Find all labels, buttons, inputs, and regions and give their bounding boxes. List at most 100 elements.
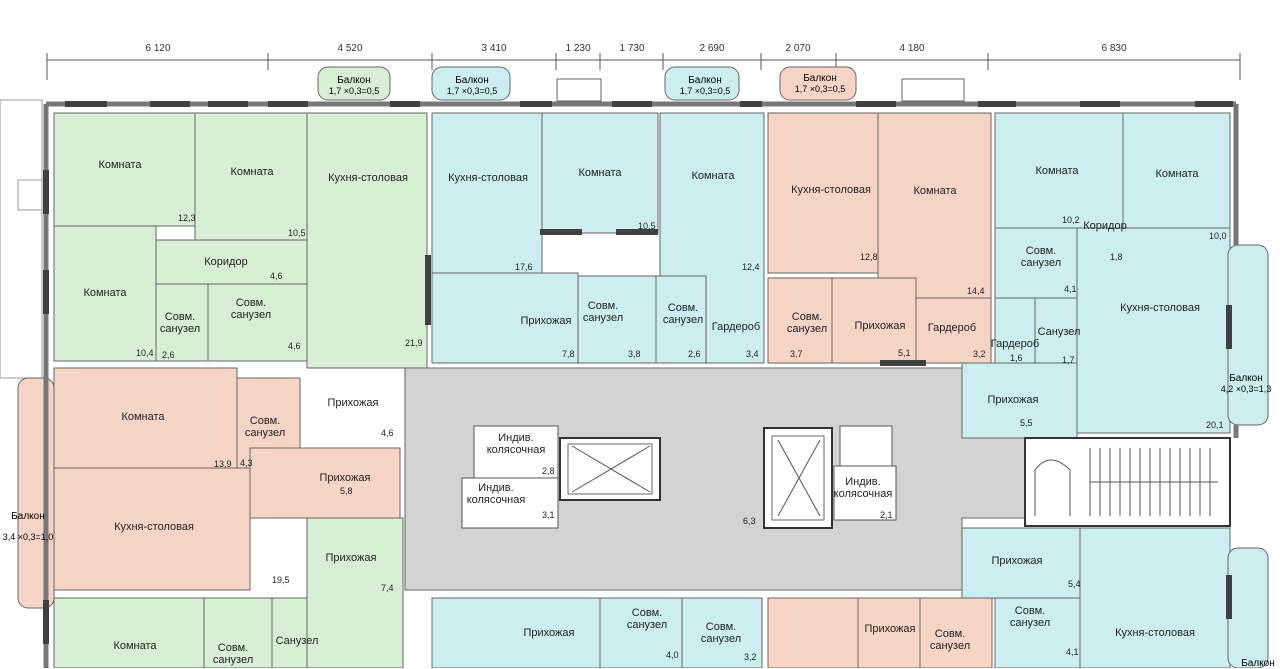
room-name: Гардероб [927,322,977,334]
room-area: 10,0 [1209,231,1227,241]
balcony: Балкон [1241,658,1275,669]
dimension-label: 2 690 [699,43,725,54]
room-name: Санузел [1037,326,1081,338]
room-name: Совм. санузел [582,300,624,324]
apartment-cyan-bottom [431,597,763,668]
apartment-peach-1 [767,112,992,364]
dimension-label: 3 410 [481,43,507,54]
room-area: 10,5 [638,221,656,231]
left-stair-edge [0,99,43,379]
room-name: Комната [691,170,735,182]
room-name: Совм. санузел [700,621,742,645]
room-name: Кухня-столовая [1120,302,1200,314]
room-area: 3,4 [746,349,759,359]
room-name: Прихожая [327,397,379,409]
room-area: 4,3 [240,458,253,468]
room-name: Совм. санузел [244,415,286,439]
dimension-label: 4 180 [899,43,925,54]
room-name: Индив. колясочная [833,476,893,500]
room-name: Комната [1155,168,1199,180]
top-balconies [317,66,965,102]
room-area: 2,1 [880,510,893,520]
room-name: Комната [1035,165,1079,177]
room-name: Комната [121,411,165,423]
apartment-cyan-bottom-right [961,527,1269,668]
room-area: 10,5 [288,228,306,238]
room-name: Комната [230,166,274,178]
dimension-label: 6 830 [1101,43,1127,54]
room-name: Коридор [204,256,248,268]
room-area: 3,8 [628,349,641,359]
room-area: 4,6 [270,271,283,281]
room-name: Кухня-столовая [328,172,408,184]
room-area: 14,4 [967,286,985,296]
apartment-green-bottom [53,517,404,668]
apartment-peach-bottom [767,597,993,668]
room-area: 3,1 [542,510,555,520]
room-area: 3,2 [744,652,757,662]
room-area: 5,1 [898,348,911,358]
room-name: Комната [98,159,142,171]
dimension-label: 4 520 [337,43,363,54]
room-area: 4,0 [666,650,679,660]
room-name: Совм. санузел [159,311,201,335]
room-area: 3,7 [790,349,803,359]
room-area: 20,1 [1206,420,1224,430]
room-name: Комната [913,185,957,197]
room-area: 12,4 [742,262,760,272]
apartment-cyan-1 [431,112,765,364]
apartment-cyan-right [961,112,1269,439]
room-name: Гардероб [990,338,1040,350]
room-name: Кухня-столовая [114,521,194,533]
room-name: Прихожая [991,555,1043,567]
room-name: Совм. санузел [786,311,828,335]
room-name: Совм. санузел [662,302,704,326]
room-name: Прихожая [319,472,371,484]
room-name: Прихожая [854,320,906,332]
room-area: 19,5 [272,575,290,585]
room-name: Гардероб [711,321,761,333]
elevator-shafts [559,427,833,529]
room-name: Кухня-столовая [1115,627,1195,639]
room-name: Совм. санузел [626,607,668,631]
pram-rooms [461,425,897,529]
room-name: Коридор [1083,220,1127,232]
room-name: Прихожая [325,552,377,564]
room-name: Комната [113,640,157,652]
room-area: 1,6 [1010,353,1023,363]
room-area: 7,8 [562,349,575,359]
room-name: Совм. санузел [929,628,971,652]
left-stair-box [17,179,43,211]
room-area: 3,2 [973,349,986,359]
room-name: Прихожая [987,394,1039,406]
room-area: 2,8 [542,466,555,476]
dimension-line [46,53,1241,80]
room-name: Индив. колясочная [466,482,526,506]
dimension-label: 1 730 [619,43,645,54]
room-area: 1,8 [1110,252,1123,262]
room-area: 5,5 [1020,418,1033,428]
room-area: 17,6 [515,262,533,272]
dimension-label: 1 230 [565,43,591,54]
stair-steps [1034,448,1218,516]
dimension-label: 2 070 [785,43,811,54]
room-name: Совм. санузел [1020,245,1062,269]
room-area: 5,8 [340,486,353,496]
room-name: Санузел [275,635,319,647]
room-area: 13,9 [214,459,232,469]
room-area: 2,6 [162,350,175,360]
room-area: 21,9 [405,338,423,348]
room-area: 4,1 [1066,647,1079,657]
room-name: Прихожая [520,315,572,327]
room-name: Совм. санузел [212,642,254,666]
elevator-inner-2 [771,435,825,521]
room-area: 2,6 [688,349,701,359]
room-name: Прихожая [864,623,916,635]
